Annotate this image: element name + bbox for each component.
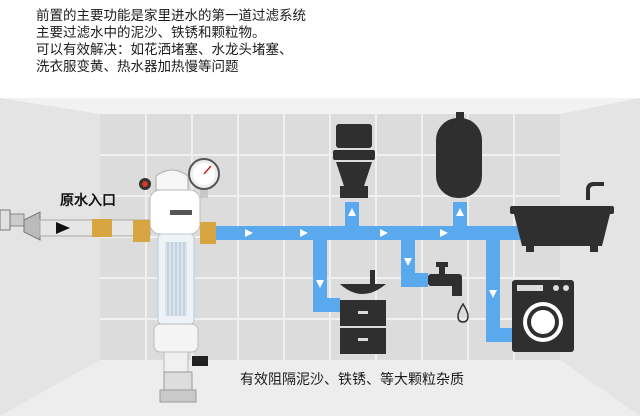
bathtub-icon (510, 182, 614, 252)
pressure-gauge-icon (188, 158, 220, 198)
faucet-icon (428, 262, 469, 323)
room-background (0, 98, 640, 416)
intro-line-2: 主要过滤水中的泥沙、铁锈和颗粒物。 (36, 25, 266, 41)
water-pipes (215, 202, 520, 342)
inlet-label: 原水入口 (60, 193, 116, 209)
intro-line-3: 可以有效解决：如花洒堵塞、水龙头堵塞、 (36, 42, 293, 58)
intro-line-4: 洗衣服变黄、热水器加热慢等问题 (36, 59, 239, 75)
intro-line-1: 前置的主要功能是家里进水的第一道过滤系统 (36, 8, 306, 24)
washing-machine-icon (512, 280, 574, 352)
intro-text: 前置的主要功能是家里进水的第一道过滤系统 主要过滤水中的泥沙、铁锈和颗粒物。 可… (36, 8, 456, 76)
sink-cabinet-icon (340, 270, 386, 354)
bottom-caption: 有效阻隔泥沙、铁锈、等大颗粒杂质 (240, 372, 464, 388)
toilet-icon (333, 124, 375, 198)
water-heater-icon (436, 112, 482, 198)
filter-icon (133, 169, 216, 403)
inlet-pipe (0, 209, 151, 241)
flow-arrows (245, 208, 497, 298)
